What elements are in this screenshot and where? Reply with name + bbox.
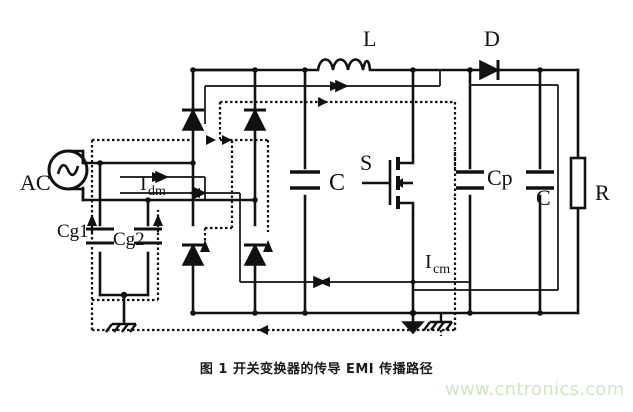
capacitors: [86, 170, 554, 245]
junction-dots: [97, 67, 543, 317]
label-cg1: Cg1: [57, 221, 89, 242]
bridge-diode-d3: [181, 243, 205, 266]
svg-text:I: I: [425, 251, 432, 273]
load-resistor-symbol: [569, 156, 587, 210]
bridge-diode-d4: [243, 243, 267, 266]
label-diode: D: [484, 26, 500, 51]
label-cg2: Cg2: [113, 229, 145, 250]
label-load-resistor: R: [595, 180, 610, 205]
figure-caption: 图 1 开关变换器的传导 EMI 传播路径: [199, 362, 434, 377]
cg1-symbol: [86, 227, 114, 245]
bridge-diode-d1: [181, 108, 205, 131]
ac-source-symbol: [47, 149, 89, 200]
label-i-cm: I cm: [425, 251, 450, 277]
cp-symbol: [456, 170, 484, 190]
label-output-capacitor: C: [536, 185, 551, 210]
earth-ground-symbol: [105, 320, 137, 333]
output-diode-symbol: [479, 59, 500, 81]
signal-ground-symbol: [423, 313, 453, 331]
label-inductor: L: [363, 26, 376, 51]
label-bus-capacitor: C: [329, 170, 345, 196]
svg-text:cm: cm: [433, 262, 450, 277]
dm-path-arrowheads: [152, 81, 342, 287]
label-switch: S: [360, 150, 372, 175]
site-watermark: www.cntronics.com: [445, 379, 625, 400]
bridge-rectifier: [181, 108, 267, 266]
cm-path-arrowheads: [87, 97, 328, 335]
bus-capacitor-symbol: [290, 170, 320, 190]
cm-current-path: [90, 100, 457, 336]
label-cp: Cp: [487, 165, 513, 190]
label-ac: AC: [20, 170, 51, 195]
mosfet-symbol: [362, 155, 415, 215]
bridge-diode-d2: [243, 108, 267, 131]
inductor-L-symbol: [316, 58, 372, 71]
label-i-dm: I dm: [140, 173, 166, 199]
output-capacitor-symbol: [526, 170, 554, 190]
svg-text:dm: dm: [148, 184, 166, 199]
svg-text:I: I: [140, 173, 147, 195]
